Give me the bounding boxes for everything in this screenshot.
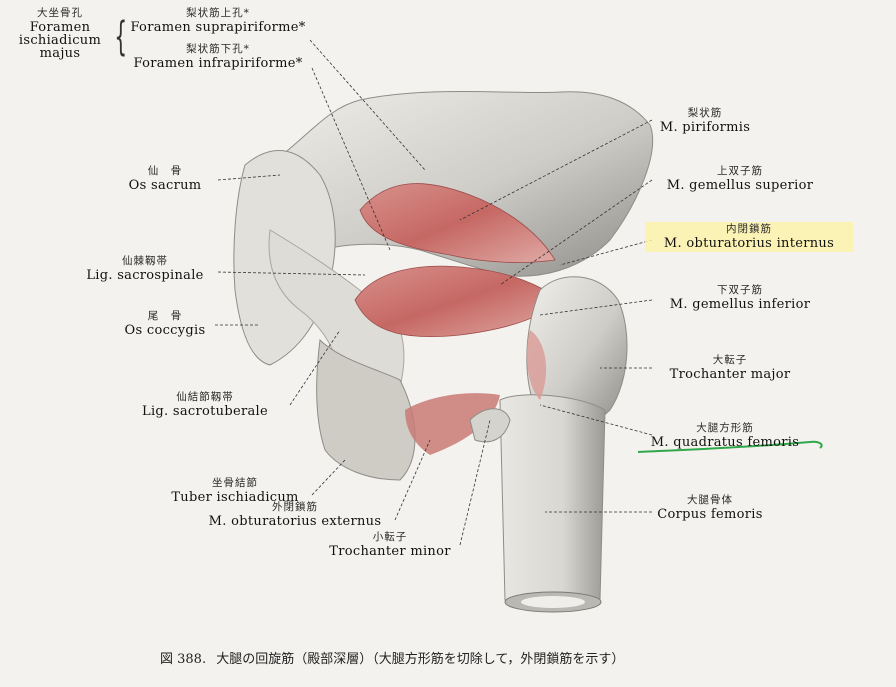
label-m-gemellus-inferior: 下双子筋 M. gemellus inferior [650,285,830,311]
label-jp: 外閉鎖筋 [272,501,318,513]
label-en: Os coccygis [124,322,206,338]
label-en: M. gemellus superior [666,177,814,193]
label-m-obturatorius-externus: 外閉鎖筋 M. obturatorius externus [195,502,395,528]
figure-number: 図 388. [160,652,207,667]
label-jp: 仙棘靱帯 [122,255,168,267]
label-lig-sacrotuberale: 仙結節靱帯 Lig. sacrotuberale [120,392,290,418]
label-jp: 梨状筋 [687,107,723,119]
label-en: ischiadicum [18,32,102,48]
leader-lines [215,39,653,546]
label-m-obturatorius-internus: 内閉鎖筋 M. obturatorius internus [645,222,853,252]
femur-canal [521,596,585,608]
label-os-sacrum: 仙 骨 Os sacrum [115,166,215,192]
label-foramen-ischiadicum-majus: 大坐骨孔 Foramen ischiadicum majus [10,8,110,60]
label-m-quadratus-femoris: 大腿方形筋 M. quadratus femoris [635,423,815,449]
label-jp: 大坐骨孔 [37,7,83,19]
label-jp: 内閉鎖筋 [726,223,772,235]
label-foramen-infrapiriforme: 梨状筋下孔* Foramen infrapiriforme* [118,44,318,70]
label-jp: 尾 骨 [147,310,183,322]
ischium-bone [316,338,416,481]
lesser-trochanter [469,408,511,443]
label-m-piriformis: 梨状筋 M. piriformis [650,108,760,134]
label-en: Trochanter minor [329,543,451,559]
label-jp: 大腿骨体 [687,494,733,506]
label-jp: 梨状筋上孔* [186,7,250,19]
label-jp: 大転子 [712,354,748,366]
label-jp: 仙結節靱帯 [176,391,234,403]
label-jp: 坐骨結節 [212,477,258,489]
label-trochanter-minor: 小転子 Trochanter minor [320,532,460,558]
label-lig-sacrospinale: 仙棘靱帯 Lig. sacrospinale [70,256,220,282]
label-en: Lig. sacrospinale [86,267,204,283]
label-en: Lig. sacrotuberale [142,403,268,419]
label-foramen-suprapiriforme: 梨状筋上孔* Foramen suprapiriforme* [118,8,318,34]
label-jp: 梨状筋下孔* [186,43,250,55]
brace-symbol: { [114,14,128,60]
label-en: Corpus femoris [657,506,763,522]
label-en: M. quadratus femoris [650,434,800,450]
label-corpus-femoris: 大腿骨体 Corpus femoris [640,495,780,521]
label-en: Trochanter major [669,366,791,382]
label-en: majus [39,45,81,61]
quadratus-underline [637,440,823,453]
ilium-bone [244,90,654,277]
label-en: M. piriformis [659,119,751,135]
label-jp: 上双子筋 [717,165,763,177]
label-en: Tuber ischiadicum [171,489,299,505]
label-en: Foramen infrapiriforme* [133,55,303,71]
femur-trochanter [526,276,628,427]
label-jp: 大腿方形筋 [696,422,754,434]
label-jp: 小転子 [372,531,408,543]
piriformis-muscle [359,183,556,263]
label-en: M. obturatorius internus [663,235,835,251]
femur-shaft [499,394,606,610]
figure-caption-text: 大腿の回旋筋（殿部深層）（大腿方形筋を切除して，外閉鎖筋を示す） [216,652,625,667]
obturator-externus-muscle [405,393,500,455]
quadratus-femoris-remnant [526,330,547,400]
label-m-gemellus-superior: 上双子筋 M. gemellus superior [650,166,830,192]
label-jp: 下双子筋 [717,284,763,296]
label-tuber-ischiadicum: 坐骨結節 Tuber ischiadicum [160,478,310,504]
label-en: Foramen [29,19,91,35]
label-trochanter-major: 大転子 Trochanter major [655,355,805,381]
label-os-coccygis: 尾 骨 Os coccygis [110,311,220,337]
label-en: Os sacrum [128,177,202,193]
label-jp: 仙 骨 [147,165,183,177]
label-en: Foramen suprapiriforme* [130,19,306,35]
label-en: M. gemellus inferior [669,296,811,312]
label-en: M. obturatorius externus [208,513,382,529]
figure-caption: 図 388. 大腿の回旋筋（殿部深層）（大腿方形筋を切除して，外閉鎖筋を示す） [160,648,630,667]
